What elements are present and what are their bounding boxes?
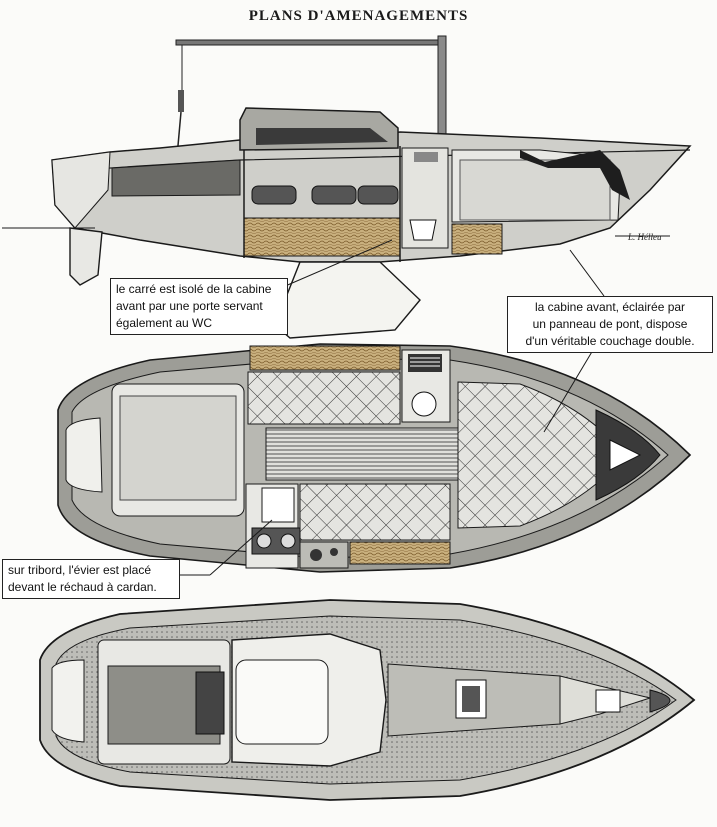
mast	[437, 35, 447, 149]
callout-saloon: le carré est isolé de la cabine avant pa…	[110, 278, 288, 335]
boom	[175, 39, 443, 46]
diagram-title: PLANS D'AMENAGEMENTS	[248, 8, 469, 24]
rudder	[69, 227, 103, 286]
stove-burner-icon	[280, 533, 296, 549]
porthole	[357, 185, 399, 205]
porthole	[311, 185, 357, 205]
callout-galley: sur tribord, l'évier est placé devant le…	[2, 559, 180, 599]
stove-burner-icon	[256, 533, 272, 549]
saloon-woodwork	[243, 217, 401, 257]
toilet-icon	[411, 391, 437, 417]
saloon-berth-port	[247, 371, 401, 425]
porthole	[251, 185, 297, 205]
deck-plan	[39, 599, 696, 801]
sink	[261, 487, 295, 523]
toilet-icon	[409, 219, 437, 241]
keel	[274, 261, 421, 339]
bow-fitting	[595, 689, 621, 713]
artist-signature: L. Hélleu	[627, 232, 662, 242]
saloon-berth-starboard	[299, 483, 451, 541]
callout-forward-cabin: la cabine avant, éclairée par un panneau…	[507, 296, 713, 353]
interior-plan	[57, 343, 692, 573]
side-profile: L. Hélleu	[2, 35, 692, 339]
